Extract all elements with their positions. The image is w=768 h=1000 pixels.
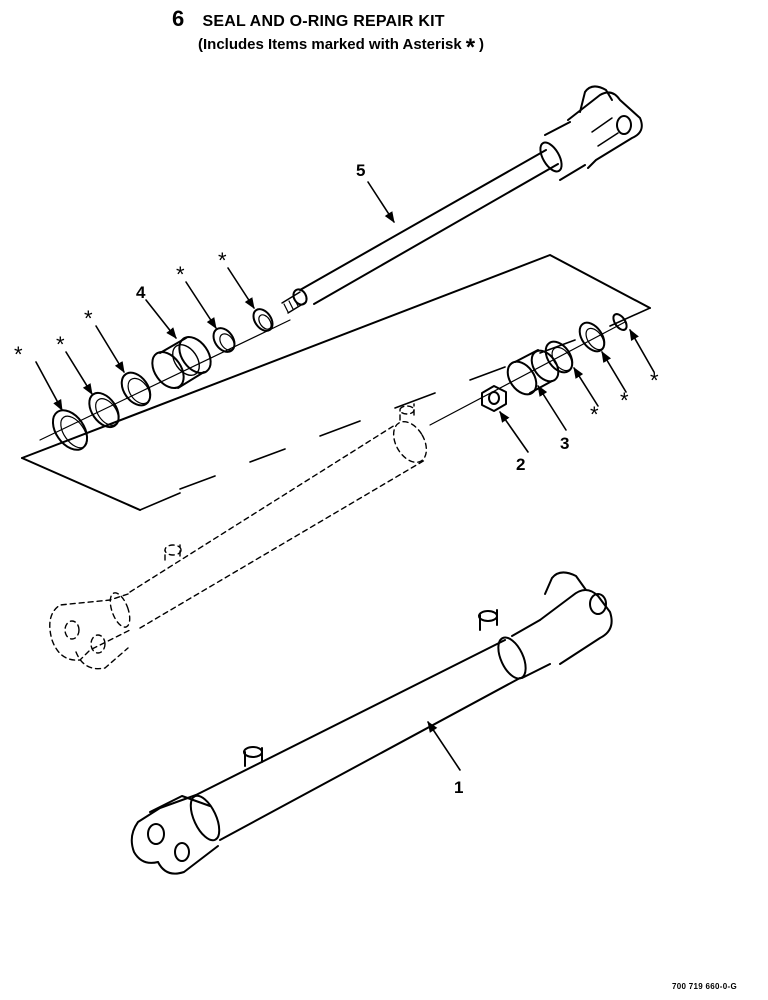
callout-labels: 1 2 3 4 5 xyxy=(136,161,569,797)
asterisk-seal-3: * xyxy=(84,306,93,331)
asterisk-seal-5: * xyxy=(218,248,227,273)
asterisk-seal-7: * xyxy=(620,388,629,413)
callout-4: 4 xyxy=(136,283,146,302)
seal-stack-right xyxy=(429,313,628,426)
kit-title: SEAL AND O-RING REPAIR KIT xyxy=(202,13,445,30)
asterisk-seal-1: * xyxy=(14,342,23,367)
kit-subtitle-text: (Includes Items marked with Asterisk xyxy=(198,36,462,53)
seal-stack-left xyxy=(39,308,291,451)
rod-assembly xyxy=(281,85,643,314)
asterisk-seal-6: * xyxy=(590,402,599,427)
barrel-phantom xyxy=(49,403,428,670)
callout-1: 1 xyxy=(454,778,463,797)
kit-subtitle-close: ) xyxy=(479,36,485,53)
assembled-cylinder xyxy=(130,571,613,875)
callout-3: 3 xyxy=(560,434,569,453)
parts-plane-outline xyxy=(21,254,651,511)
callout-5: 5 xyxy=(356,161,365,180)
asterisk-seal-4: * xyxy=(176,262,185,287)
kit-header: 6 SEAL AND O-RING REPAIR KIT (Includes I… xyxy=(172,6,484,61)
asterisk-markers: * * * * * * * * xyxy=(14,248,659,427)
drawing-code: 700 719 660-0-G xyxy=(672,982,737,991)
leader-arrows xyxy=(35,181,655,771)
kit-asterisk: * xyxy=(465,34,476,61)
kit-number: 6 xyxy=(172,6,185,31)
kit-subtitle: (Includes Items marked with Asterisk*) xyxy=(198,34,484,62)
asterisk-seal-2: * xyxy=(56,332,65,357)
asterisk-seal-8: * xyxy=(650,368,659,393)
callout-2: 2 xyxy=(516,455,525,474)
